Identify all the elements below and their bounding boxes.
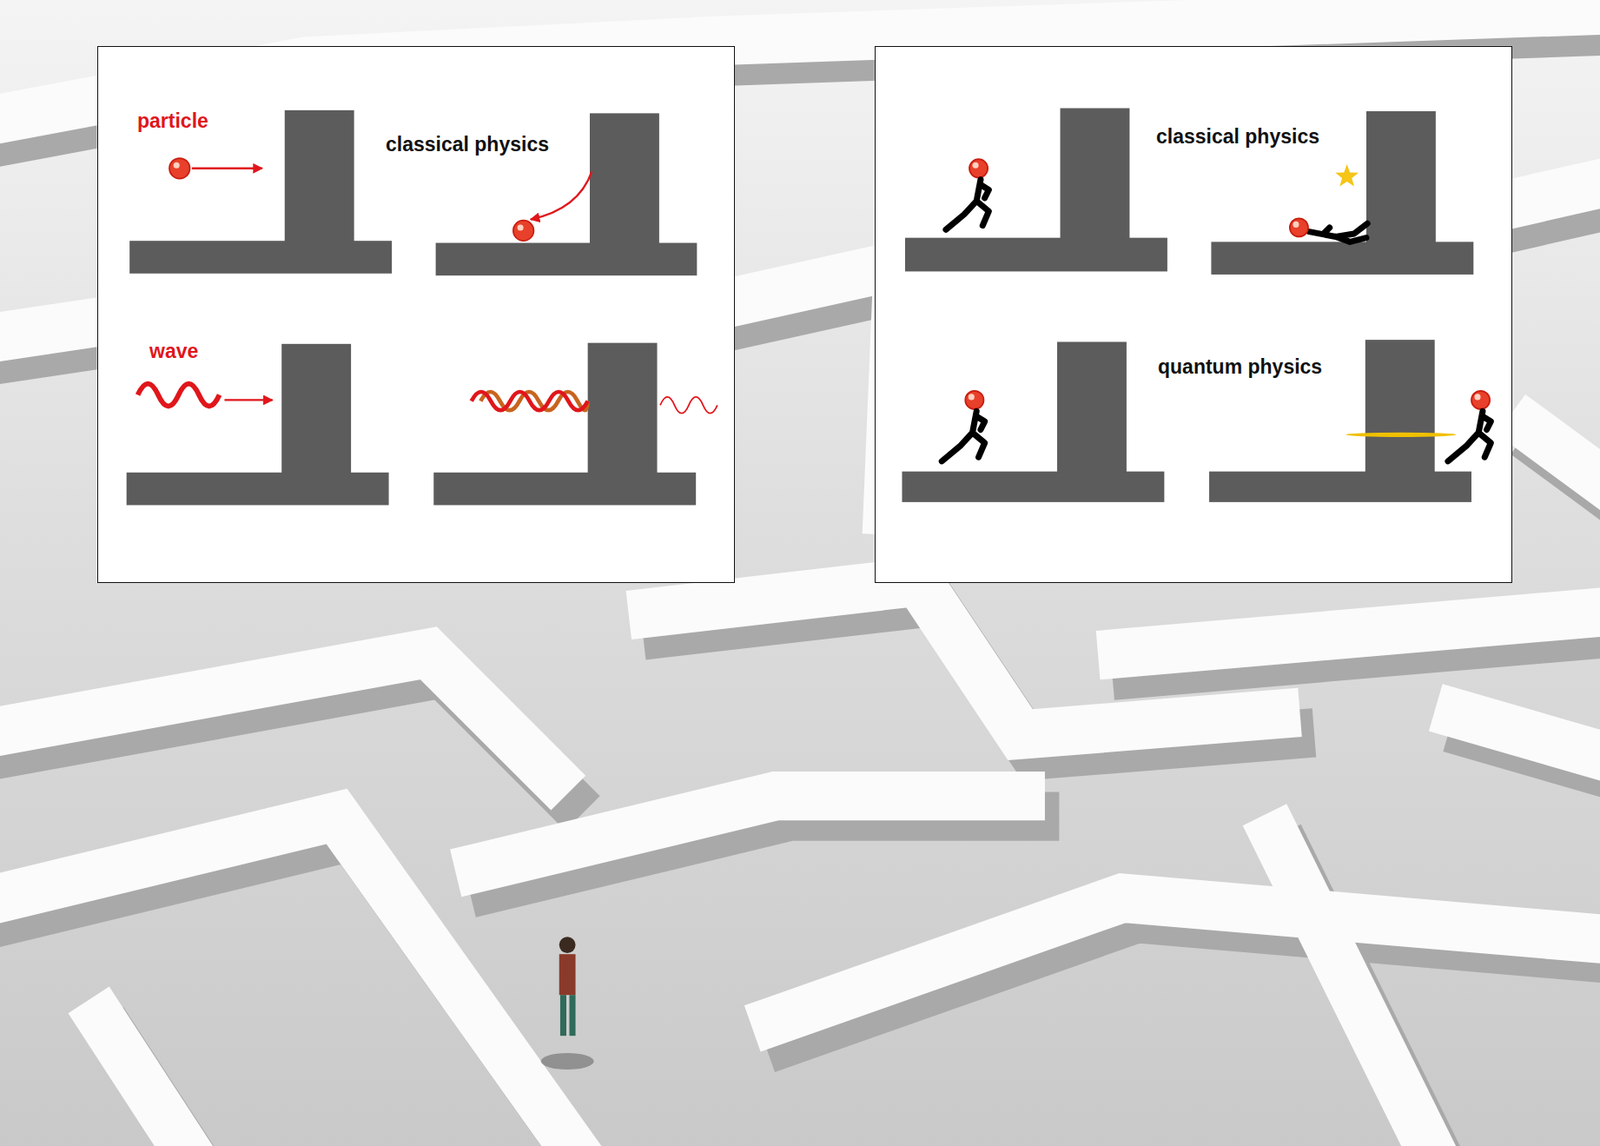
right-panel-illustration <box>901 108 1491 503</box>
barrier-shapes <box>126 110 698 506</box>
particle-ball <box>169 158 534 241</box>
tiny-person <box>541 936 595 1070</box>
panel-heading: particle <box>137 109 209 133</box>
motion-arrow <box>191 167 263 170</box>
physics-label: quantum physics <box>1157 355 1323 378</box>
stick-figure <box>941 390 985 462</box>
illustration-panel: classical physics quantum physics <box>874 46 1513 583</box>
physics-label: classical physics <box>385 132 549 156</box>
transmitted-wave <box>660 396 718 414</box>
stick-figure <box>945 158 989 230</box>
tunnel-trail <box>1345 432 1456 437</box>
left-panel-illustration <box>126 110 718 506</box>
bounce-arrow <box>530 171 592 219</box>
panel-heading: wave <box>149 339 199 363</box>
wave-symbol <box>138 383 220 407</box>
motion-arrow <box>224 398 272 401</box>
panel-background <box>874 46 1513 583</box>
barrier-shapes <box>901 108 1474 503</box>
maze-walls <box>0 10 1600 1146</box>
incident-wave <box>471 391 589 410</box>
panel-background <box>97 46 735 583</box>
fallen-figure <box>1289 218 1368 242</box>
physics-label: classical physics <box>1156 125 1320 148</box>
stick-figure <box>1447 390 1491 462</box>
impact-star <box>1335 164 1359 186</box>
illustration-panel: particle classical physics wave <box>97 46 735 583</box>
